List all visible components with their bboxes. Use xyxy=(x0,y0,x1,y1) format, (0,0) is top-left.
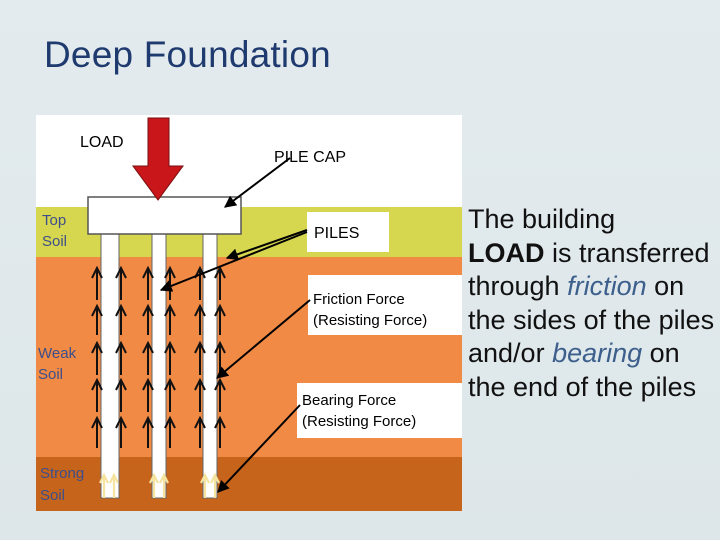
pile-1 xyxy=(100,221,120,499)
weak-soil-label-line1: Weak xyxy=(38,345,77,362)
friction-label: Friction Force xyxy=(313,291,405,308)
strong-soil-label-line1: Strong xyxy=(40,465,84,482)
top-soil-label-line2: Soil xyxy=(42,233,67,250)
pile-cap xyxy=(87,196,242,235)
friction-label-box xyxy=(308,275,462,335)
pile-cap-label: PILE CAP xyxy=(274,149,346,166)
piles-label-box xyxy=(307,212,389,252)
caption-bearing-word: bearing xyxy=(552,338,643,368)
caption-part-1: The building xyxy=(468,204,616,234)
pile-3 xyxy=(202,221,218,499)
friction-arrows xyxy=(91,265,226,448)
load-arrow xyxy=(132,117,184,201)
slide-title: Deep Foundation xyxy=(44,34,331,75)
strong-soil-layer xyxy=(36,457,462,511)
caption-part-7: on the end of the piles xyxy=(468,338,697,402)
top-soil-label-line1: Top xyxy=(42,212,66,229)
bearing-arrows xyxy=(99,472,220,498)
weak-soil-label-line2: Soil xyxy=(38,366,63,383)
piles-label: PILES xyxy=(314,225,359,242)
caption-part-5: on the sides of the piles and/or xyxy=(468,271,715,368)
load-label: LOAD xyxy=(80,134,124,151)
friction-sublabel: (Resisting Force) xyxy=(313,312,427,329)
strong-soil-label-line2: Soil xyxy=(40,487,65,504)
bearing-sublabel: (Resisting Force) xyxy=(302,413,416,430)
bearing-label: Bearing Force xyxy=(302,392,396,409)
bearing-label-box xyxy=(297,383,462,438)
caption-part-3: is transferred through xyxy=(468,237,710,302)
explanation-text: The building LOAD is transferred through… xyxy=(468,203,718,404)
caption-friction-word: friction xyxy=(567,271,647,301)
diagram-sky xyxy=(36,115,462,207)
pile-2 xyxy=(151,221,167,499)
pointer-lines xyxy=(159,157,311,493)
caption-load-word: LOAD xyxy=(468,237,545,268)
